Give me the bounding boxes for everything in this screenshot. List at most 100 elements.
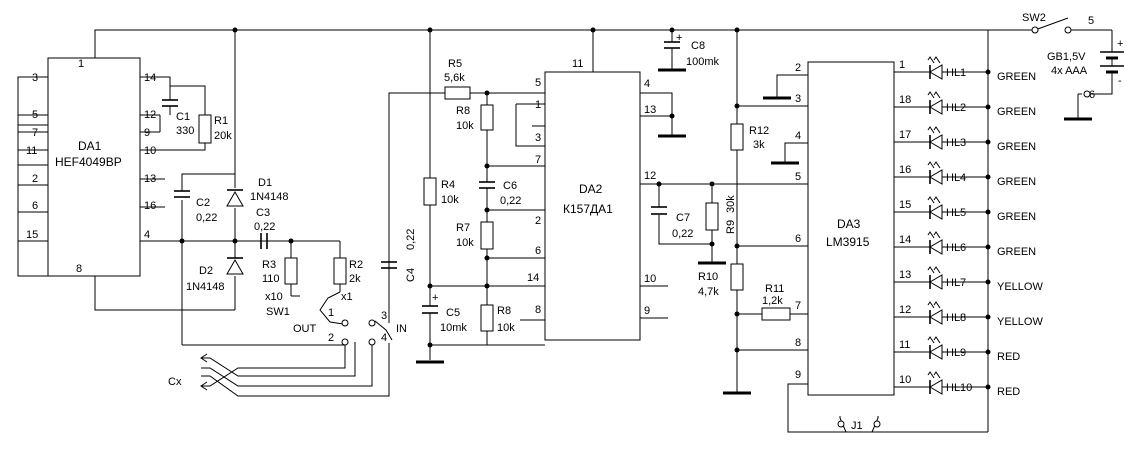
da2-pin1: 1 [535,99,541,111]
c8-value: 100mk [686,56,720,68]
j1-jumper [837,416,881,433]
d2-ref: D2 [199,265,213,277]
r5-ref: R5 [448,58,462,70]
power-rail [94,17,1090,432]
r7-value: 10k [456,237,474,249]
c3-value: 0,22 [254,221,275,233]
da2-pin11: 11 [572,58,583,70]
c4-ref: C4 [405,268,417,282]
light-arrow-icon [933,56,941,64]
gb1-note: 4x AAA [1051,65,1088,77]
led-pin-number: 14 [899,234,911,246]
da2-pin2: 2 [535,215,541,227]
led-pin-number: 15 [899,199,911,211]
sw1-contact-3 [368,319,376,327]
da2-pin9: 9 [644,305,650,317]
da1-pin11: 11 [26,145,37,157]
c7-capacitor [651,206,667,215]
sw1-out: OUT [293,323,317,335]
sw1-pin1: 1 [328,307,334,319]
c5-plus: + [432,292,438,304]
da1-left-wiring [17,76,48,277]
sw1-in: IN [396,323,407,335]
da1-pin5: 5 [32,109,38,121]
r10-value: 4,7k [698,286,719,298]
light-arrow-icon [933,266,941,274]
led-diode-icon [929,309,943,325]
led-diode-icon [929,239,943,255]
da2-pin10: 10 [644,273,656,285]
da1-pin9: 9 [144,127,150,139]
light-arrow-icon [933,371,941,379]
r9-ref: R9 [725,220,737,234]
led-color-label: YELLOW [997,316,1043,328]
r8a-value: 10k [456,120,474,132]
d2-value: 1N4148 [186,281,225,293]
j1-ref: J1 [851,420,863,432]
led-pin-number: 11 [899,339,910,351]
led-diode-icon [929,99,943,115]
da3-pin6: 6 [795,233,801,245]
led-pin-number: 1 [899,59,905,71]
r2-resistor [333,257,347,285]
light-arrow-icon [933,196,941,204]
r11-ref: R11 [765,283,784,295]
d2-diode [226,257,244,275]
led-diode-icon [929,379,943,395]
da2-pin14: 14 [527,272,539,284]
c8-ref: C8 [691,40,705,52]
da3-pin4: 4 [795,130,801,142]
r2-ref: R2 [349,259,363,271]
c5-ref: C5 [446,307,460,319]
da3-pin2: 2 [795,62,801,74]
led-pin-number: 18 [899,94,911,106]
da1-pin14: 14 [144,72,156,84]
r8b-ref: R8 [497,305,511,317]
da1-pin7: 7 [32,127,38,139]
led-ref: HL8 [946,312,966,324]
r3-ref: R3 [262,259,276,271]
led-pin-number: 10 [899,374,911,386]
c1-ref: C1 [176,111,190,123]
da1-body [47,57,141,277]
r3-value: 110 [262,273,280,285]
da3-part: LM3915 [826,235,870,249]
light-arrow-icon [927,161,935,169]
light-arrow-icon [927,266,935,274]
da2-pin3: 3 [535,132,541,144]
light-arrow-icon [927,56,935,64]
da1-pin8: 8 [76,263,82,275]
led-color-label: GREEN [997,71,1036,83]
light-arrow-icon [927,231,935,239]
led-ref: HL2 [946,102,966,114]
gb1-minus: - [1118,75,1122,87]
light-arrow-icon [933,161,941,169]
da1-pin15: 15 [26,229,38,241]
r4-ref: R4 [441,179,455,191]
da1-ref: DA1 [78,139,102,153]
light-arrow-icon [927,371,935,379]
da3-pin9: 9 [795,369,801,381]
light-arrow-icon [933,301,941,309]
r8a-ref: R8 [456,105,470,117]
cx-label: Cx [168,376,182,388]
c5-value: 10mk [440,322,467,334]
r3-range: x10 [265,291,283,303]
da1-pin10: 10 [144,145,156,157]
d1-value: 1N4148 [250,191,289,203]
sw1-pin2: 2 [328,332,334,344]
light-arrow-icon [933,336,941,344]
r10-resistor [730,263,744,291]
led-pin-number: 12 [899,304,911,316]
led-ref: HL3 [946,137,966,149]
r2-value: 2k [349,273,361,285]
r7-resistor [480,221,494,250]
range-resistor-wiring [290,241,344,325]
